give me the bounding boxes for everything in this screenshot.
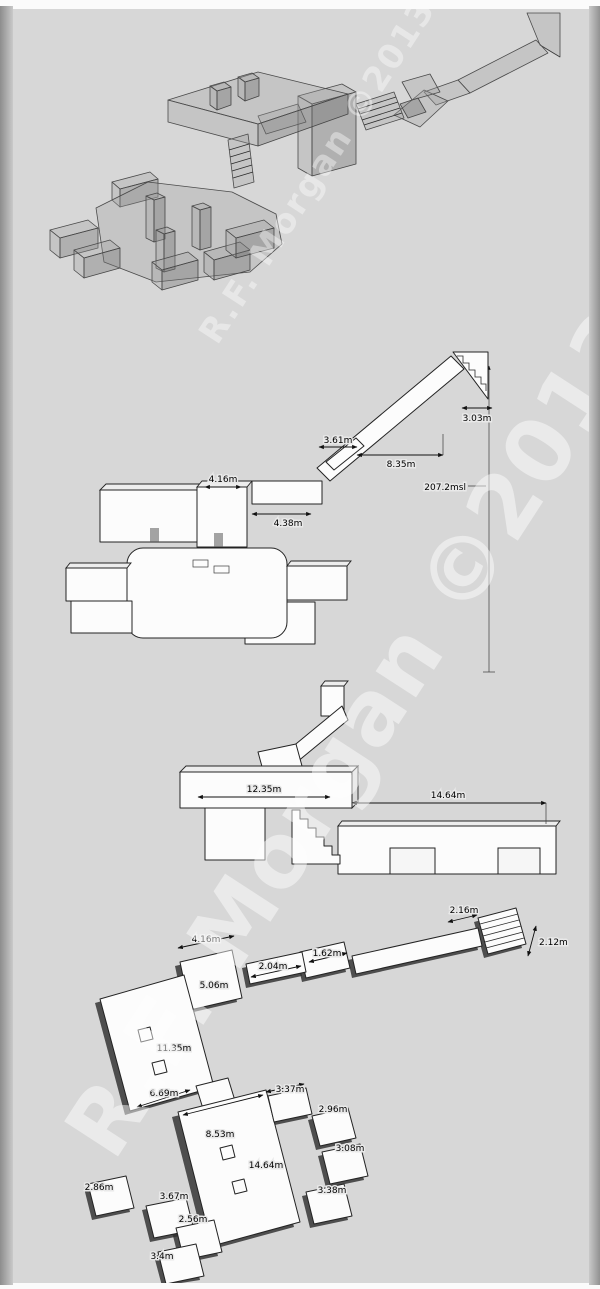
view-cross-section: 12.35m 14.64m <box>178 680 561 875</box>
dim-label-8-35m: 8.35m <box>387 460 416 470</box>
dim-label-14-64m-plan: 14.64m <box>249 1161 284 1171</box>
plan-corridor <box>351 927 483 975</box>
dim-label-4-16m-plan: 4.16m <box>192 935 221 945</box>
dim-label-8-53m: 8.53m <box>206 1130 235 1140</box>
dim-label-3-61m: 3.61m <box>324 436 353 446</box>
upper-gallery <box>179 771 353 809</box>
dim-label-2-86m: 2.86m <box>85 1183 114 1193</box>
dim-label-2-04m: 2.04m <box>259 962 288 972</box>
view-isometric-overview <box>49 12 561 291</box>
entrance-stair-cut <box>452 351 489 400</box>
stair-shaft <box>355 91 405 131</box>
dim-label-207-2msl: 207.2msl <box>424 483 466 493</box>
dim-label-4-16m: 4.16m <box>209 475 238 485</box>
dim-label-3-67m: 3.67m <box>160 1192 189 1202</box>
view-plan: 2.16m 2.12m 4.16m 1.62m 2.04m 5.06m 11.3… <box>83 905 569 1286</box>
dim-label-2-56m: 2.56m <box>179 1215 208 1225</box>
page-edge-left <box>0 6 13 1285</box>
dim-label-5-06m: 5.06m <box>200 981 229 991</box>
burial-chamber-section <box>126 547 288 639</box>
page-edge-right <box>589 6 600 1285</box>
section-stairs <box>291 809 341 865</box>
page-edge-bottom <box>0 1283 600 1289</box>
dim-label-11-35m: 11.35m <box>157 1044 192 1054</box>
dim-label-12-35m: 12.35m <box>247 785 282 795</box>
dim-label-3-4m: 3.4m <box>150 1252 173 1262</box>
upper-room <box>99 489 198 543</box>
dim-label-4-38m: 4.38m <box>274 519 303 529</box>
dim-label-2-96m: 2.96m <box>319 1105 348 1115</box>
dim-label-1-62m: 1.62m <box>313 949 342 959</box>
dim-label-2-16m: 2.16m <box>450 906 479 916</box>
dim-label-6-69m: 6.69m <box>150 1089 179 1099</box>
burial-chamber-platform <box>95 181 283 283</box>
dim-label-3-38m: 3.38m <box>318 1186 347 1196</box>
dim-label-3-03m: 3.03m <box>463 414 492 424</box>
dim-label-2-12m: 2.12m <box>539 938 568 948</box>
dim-label-3-08m: 3.08m <box>336 1144 365 1154</box>
dim-label-14-64m-section: 14.64m <box>431 791 466 801</box>
page-edge-top <box>0 0 600 9</box>
view-long-section: 3.03m 3.61m 8.35m 4.16m 4.38m 207.2msl <box>65 351 495 673</box>
dim-label-3-37m: 3.37m <box>276 1085 305 1095</box>
